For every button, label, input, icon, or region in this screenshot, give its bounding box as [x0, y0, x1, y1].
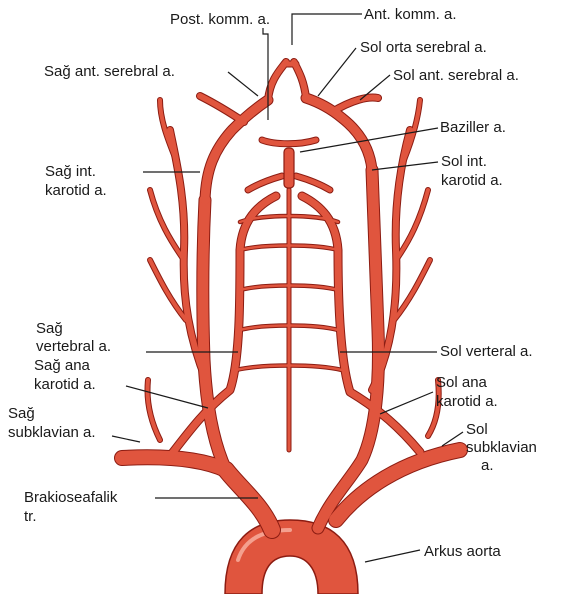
label-sol-int-karotid-1: Sol int. — [441, 153, 487, 170]
artery-vessels — [122, 62, 460, 530]
label-sag-ant-serebral: Sağ ant. serebral a. — [44, 63, 175, 80]
label-sol-ana-karotid-2: karotid a. — [436, 393, 498, 410]
artery-illustration — [122, 62, 460, 594]
label-ant-komm: Ant. komm. a. — [364, 6, 457, 23]
label-sol-subklavian-1: Sol — [466, 421, 488, 438]
left-vertebral — [302, 196, 420, 452]
label-sol-int-karotid-2: karotid a. — [441, 172, 503, 189]
label-sol-verteral: Sol verteral a. — [440, 343, 533, 360]
label-sol-orta-serebral: Sol orta serebral a. — [360, 39, 487, 56]
label-post-komm: Post. komm. a. — [170, 11, 270, 28]
right-brachiocephalic — [226, 470, 272, 530]
right-middle-cerebral — [200, 96, 244, 122]
label-sag-vertebral-1: Sağ — [36, 320, 63, 337]
label-baziller: Baziller a. — [440, 119, 506, 136]
basilar-artery — [284, 148, 294, 188]
label-sag-int-karotid-1: Sağ int. — [45, 163, 96, 180]
label-sol-subklavian-3: a. — [481, 457, 494, 474]
label-brakioseafalik-2: tr. — [24, 508, 37, 525]
label-sag-int-karotid-2: karotid a. — [45, 182, 107, 199]
left-anterior-cerebral — [294, 62, 306, 98]
label-sol-ant-serebral: Sol ant. serebral a. — [393, 67, 519, 84]
aortic-arch — [225, 520, 358, 594]
label-arkus-aorta: Arkus aorta — [424, 543, 501, 560]
label-brakioseafalik-1: Brakioseafalik — [24, 489, 118, 506]
right-subclavian — [122, 457, 226, 470]
left-vertebral-outline — [302, 196, 420, 452]
label-sag-subklavian-2: subklavian a. — [8, 424, 96, 441]
label-sol-subklavian-2: subklavian — [466, 439, 537, 456]
label-sag-vertebral-2: vertebral a. — [36, 338, 111, 355]
label-sag-subklavian-1: Sağ — [8, 405, 35, 422]
label-sol-ana-karotid-1: Sol ana — [436, 374, 488, 391]
label-sag-ana-karotid-1: Sağ ana — [34, 357, 91, 374]
label-sag-ana-karotid-2: karotid a. — [34, 376, 96, 393]
